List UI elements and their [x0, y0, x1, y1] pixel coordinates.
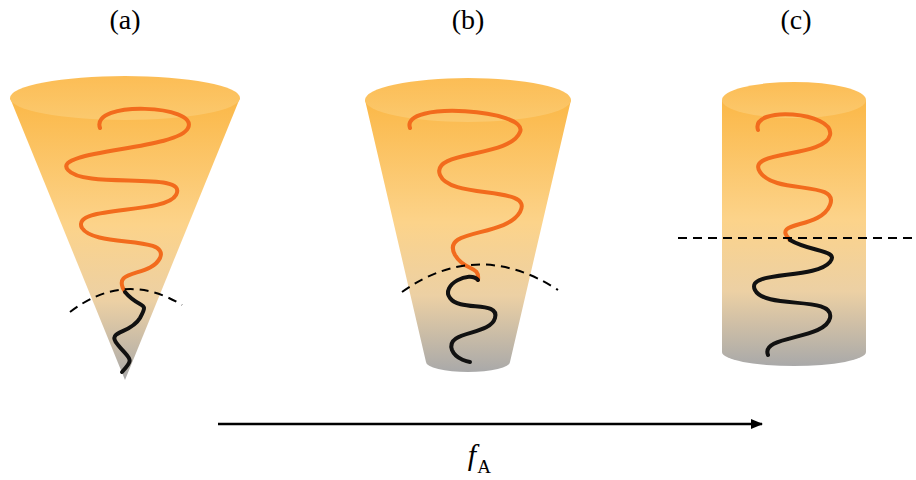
panel-label: (a) [109, 6, 140, 34]
panel-label: (c) [780, 6, 811, 34]
cylinder-c [678, 82, 914, 366]
cone-b [365, 78, 571, 372]
dashed-interface [678, 237, 914, 239]
orange-coil [757, 114, 831, 240]
black-coil [754, 240, 832, 355]
axis-arrow [218, 423, 762, 426]
black-coil [114, 292, 144, 372]
axis-symbol: f [468, 440, 476, 470]
dashed-interface [70, 289, 182, 312]
orange-coil [409, 111, 521, 280]
axis-subscript: A [477, 457, 491, 476]
cone-a [10, 76, 240, 380]
dashed-interface [402, 264, 558, 292]
orange-coil [66, 109, 189, 292]
black-coil [448, 277, 495, 362]
panel-label: (b) [452, 6, 485, 34]
